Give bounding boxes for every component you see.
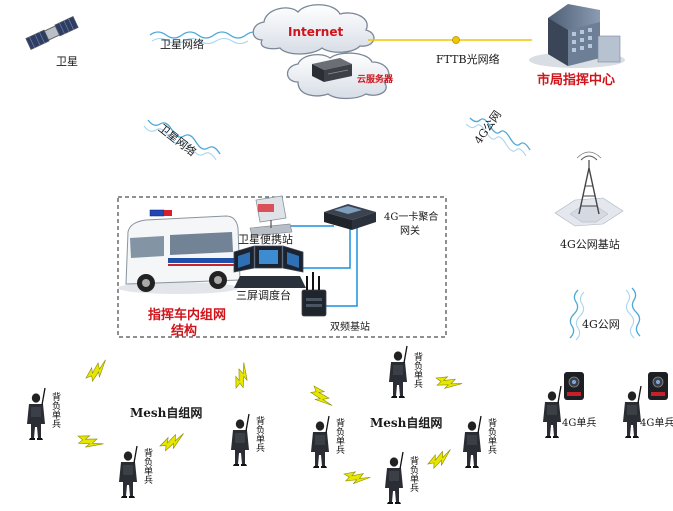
backpack-soldier-label: 背负单兵: [408, 456, 418, 492]
terminal-4g-icon: [564, 372, 584, 400]
internet-label: Internet: [288, 25, 344, 39]
mesh-link-bolt: [433, 371, 463, 395]
satellite-label: 卫星: [56, 55, 78, 68]
soldier-figure: [118, 445, 138, 499]
vehicle-network-label-line2: 结构: [171, 324, 198, 339]
mesh-link-bolt: [425, 448, 455, 470]
fttb-label: FTTB光网络: [436, 53, 500, 66]
command-center-label: 市局指挥中心: [537, 73, 616, 88]
cloud-server-icon: [312, 58, 352, 82]
mesh-link-bolt: [308, 382, 334, 412]
public-4g-wave-left: [569, 289, 585, 341]
backpack-soldier-label: 背负单兵: [142, 448, 152, 484]
mesh-network-label-left: Mesh自组网: [130, 406, 203, 420]
gateway-label-line2: 网关: [400, 226, 420, 237]
dispatch-console-label: 三屏调度台: [236, 289, 291, 302]
mesh-link-bolt: [82, 358, 112, 384]
command-center-building-icon: [529, 4, 625, 68]
soldier-figure: [388, 345, 408, 399]
mesh-link-bolt: [341, 467, 372, 489]
public-4g-label-bottom: 4G公网: [582, 318, 620, 331]
gateway-label-line1: 4G一卡聚合: [384, 212, 439, 223]
soldier-figure: [462, 415, 482, 469]
backpack-soldier-label: 背负单兵: [486, 418, 496, 454]
vehicle-network-label-line1: 指挥车内组网: [148, 308, 227, 323]
satellite-network-label-top: 卫星网络: [160, 38, 204, 51]
mesh-link-bolt: [229, 361, 255, 392]
soldier-4g-figure: [542, 385, 562, 439]
soldier-figure: [310, 415, 330, 469]
satellite-network-wave-diag: [143, 119, 221, 161]
gateway-device-icon: [324, 204, 376, 230]
backpack-soldier-label: 背负单兵: [50, 392, 60, 428]
public-4g-wave-top: [465, 117, 531, 157]
vehicle-cables: [290, 225, 358, 307]
soldier-4g-label: 4G单兵: [640, 418, 673, 429]
satellite-network-wave-top: [149, 31, 263, 45]
public-4g-wave-right: [625, 287, 641, 339]
base-station-tower-icon: [554, 151, 624, 227]
dispatch-console-icon: [233, 245, 306, 288]
satellite-portable-icon: [249, 195, 293, 237]
soldier-4g-label: 4G单兵: [562, 418, 597, 429]
fiber-node: [452, 36, 460, 44]
terminal-4g-icon: [648, 372, 668, 400]
soldier-figure: [384, 451, 404, 505]
soldier-4g-figure: [622, 385, 642, 439]
satellite-icon: [25, 16, 79, 50]
backpack-soldier-label: 背负单兵: [254, 416, 264, 452]
backpack-soldier-label: 背负单兵: [334, 418, 344, 454]
mesh-link-bolt: [74, 429, 105, 455]
command-vehicle-icon: [118, 209, 241, 294]
dual-band-base-label: 双频基站: [330, 322, 370, 333]
dual-band-base-icon: [301, 272, 327, 317]
internet-cloud: [252, 4, 375, 55]
backpack-soldier-label: 背负单兵: [412, 352, 422, 388]
satellite-portable-label: 卫星便携站: [238, 233, 293, 246]
mesh-network-label-right: Mesh自组网: [370, 416, 443, 430]
base-station-label: 4G公网基站: [560, 238, 620, 251]
cloud-server-label: 云服务器: [357, 75, 394, 85]
soldier-figure: [230, 413, 250, 467]
soldier-figure: [26, 387, 46, 441]
mesh-link-bolt: [157, 432, 187, 453]
